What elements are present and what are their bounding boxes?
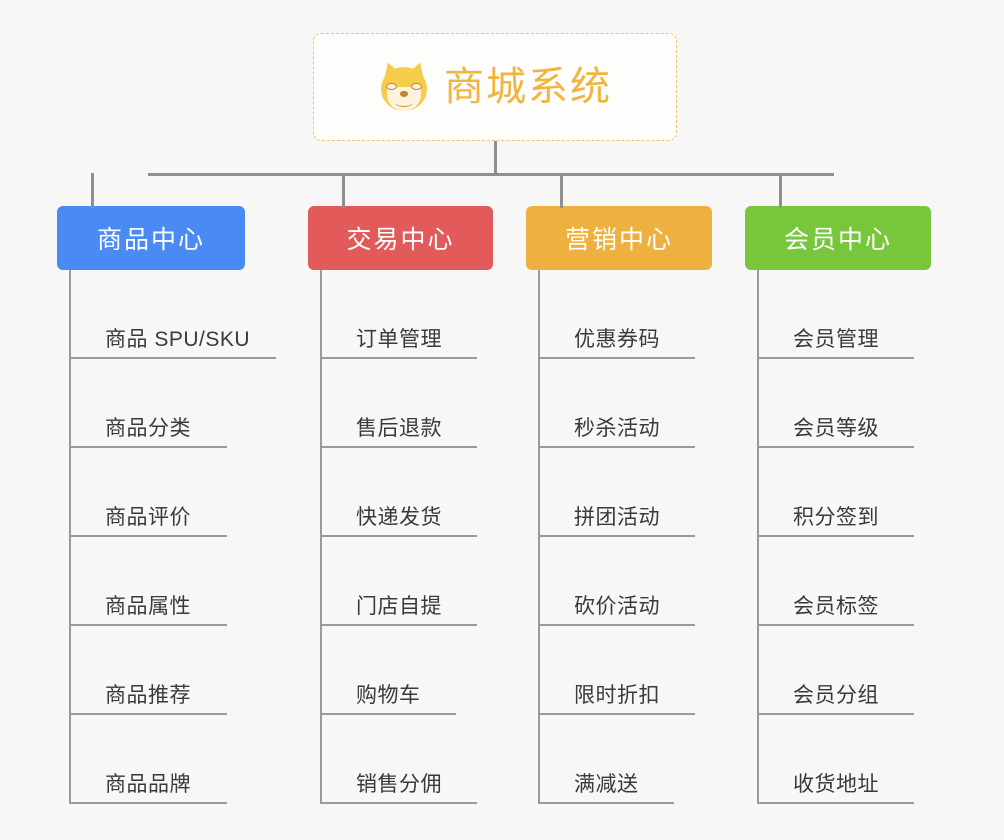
leaf-item-underline xyxy=(322,802,477,804)
leaf-item-underline xyxy=(759,624,914,626)
leaf-item-underline xyxy=(71,446,227,448)
leaf-item-underline xyxy=(71,802,227,804)
connector-drop-4 xyxy=(779,173,782,208)
leaf-item[interactable]: 商品品牌 xyxy=(71,715,245,804)
leaf-item-underline xyxy=(540,357,695,359)
leaf-item-underline xyxy=(759,535,914,537)
leaf-item[interactable]: 会员等级 xyxy=(759,359,931,448)
leaf-item-label: 商品 SPU/SKU xyxy=(105,328,251,351)
branch-column-2: 交易中心订单管理售后退款快递发货门店自提购物车销售分佣 xyxy=(308,206,493,804)
branch-column-1: 商品中心商品 SPU/SKU 商品分类商品评价商品属性商品推荐商品品牌 xyxy=(57,206,276,804)
leaf-item-label: 砍价活动 xyxy=(574,595,660,618)
leaf-item-label: 满减送 xyxy=(574,773,639,796)
leaf-item-underline xyxy=(71,357,276,359)
leaf-item-underline xyxy=(759,713,914,715)
leaf-item-label: 拼团活动 xyxy=(574,506,660,529)
leaf-item[interactable]: 秒杀活动 xyxy=(540,359,712,448)
leaf-item-label: 购物车 xyxy=(356,684,421,707)
leaf-item-label: 会员标签 xyxy=(793,595,879,618)
leaf-item-underline xyxy=(540,446,695,448)
connector-drop-1 xyxy=(91,173,94,208)
branch-column-3: 营销中心优惠券码秒杀活动拼团活动砍价活动限时折扣满减送 xyxy=(526,206,712,804)
root-title: 商城系统 xyxy=(444,65,612,109)
leaf-item-underline xyxy=(759,446,914,448)
leaf-item[interactable]: 商品评价 xyxy=(71,448,245,537)
category-header-2[interactable]: 交易中心 xyxy=(308,206,493,270)
category-header-3[interactable]: 营销中心 xyxy=(526,206,712,270)
leaf-item[interactable]: 满减送 xyxy=(540,715,712,804)
connector-horizontal-bus xyxy=(148,173,834,176)
leaf-item[interactable]: 会员管理 xyxy=(759,270,931,359)
leaf-item-label: 商品品牌 xyxy=(105,773,191,796)
leaf-item[interactable]: 商品属性 xyxy=(71,537,245,626)
branch-column-4: 会员中心会员管理会员等级积分签到会员标签会员分组收货地址 xyxy=(745,206,931,804)
leaf-item-underline xyxy=(540,535,695,537)
leaf-item-label: 商品属性 xyxy=(105,595,191,618)
connector-root-stem xyxy=(494,141,497,175)
leaf-item-underline xyxy=(322,446,477,448)
leaf-item[interactable]: 售后退款 xyxy=(322,359,493,448)
leaf-item-underline xyxy=(71,624,227,626)
leaf-item-label: 快递发货 xyxy=(356,506,442,529)
leaf-item-label: 商品分类 xyxy=(105,417,191,440)
category-header-4[interactable]: 会员中心 xyxy=(745,206,931,270)
leaf-item[interactable]: 商品分类 xyxy=(71,359,245,448)
leaf-item[interactable]: 订单管理 xyxy=(322,270,493,359)
leaf-item-underline xyxy=(759,357,914,359)
leaf-item[interactable]: 商品推荐 xyxy=(71,626,245,715)
shiba-dog-icon xyxy=(378,59,430,113)
leaf-list-3: 优惠券码秒杀活动拼团活动砍价活动限时折扣满减送 xyxy=(538,270,712,804)
leaf-item-label: 收货地址 xyxy=(793,773,879,796)
leaf-item-underline xyxy=(71,535,227,537)
leaf-item[interactable]: 拼团活动 xyxy=(540,448,712,537)
leaf-item-underline xyxy=(322,357,477,359)
leaf-item[interactable]: 会员分组 xyxy=(759,626,931,715)
root-node[interactable]: 商城系统 xyxy=(313,33,677,141)
leaf-item-label: 门店自提 xyxy=(356,595,442,618)
leaf-item-label: 会员分组 xyxy=(793,684,879,707)
leaf-item-label: 订单管理 xyxy=(356,328,442,351)
leaf-item[interactable]: 会员标签 xyxy=(759,537,931,626)
leaf-item-label: 销售分佣 xyxy=(356,773,442,796)
leaf-item[interactable]: 限时折扣 xyxy=(540,626,712,715)
leaf-list-1: 商品 SPU/SKU 商品分类商品评价商品属性商品推荐商品品牌 xyxy=(69,270,276,804)
leaf-item[interactable]: 购物车 xyxy=(322,626,493,715)
leaf-item-label: 会员等级 xyxy=(793,417,879,440)
leaf-item-underline xyxy=(540,713,695,715)
leaf-item-underline xyxy=(540,624,695,626)
leaf-item-label: 商品评价 xyxy=(105,506,191,529)
leaf-item-label: 会员管理 xyxy=(793,328,879,351)
leaf-item-label: 售后退款 xyxy=(356,417,442,440)
leaf-item-label: 商品推荐 xyxy=(105,684,191,707)
leaf-item[interactable]: 砍价活动 xyxy=(540,537,712,626)
category-header-1[interactable]: 商品中心 xyxy=(57,206,245,270)
leaf-item[interactable]: 门店自提 xyxy=(322,537,493,626)
leaf-item-underline xyxy=(322,713,456,715)
leaf-item-label: 秒杀活动 xyxy=(574,417,660,440)
leaf-item-label: 积分签到 xyxy=(793,506,879,529)
leaf-item[interactable]: 销售分佣 xyxy=(322,715,493,804)
connector-drop-2 xyxy=(342,173,345,208)
leaf-list-2: 订单管理售后退款快递发货门店自提购物车销售分佣 xyxy=(320,270,493,804)
connector-drop-3 xyxy=(560,173,563,208)
leaf-item-underline xyxy=(540,802,674,804)
leaf-item[interactable]: 收货地址 xyxy=(759,715,931,804)
leaf-item-underline xyxy=(71,713,227,715)
leaf-list-4: 会员管理会员等级积分签到会员标签会员分组收货地址 xyxy=(757,270,931,804)
leaf-item[interactable]: 商品 SPU/SKU xyxy=(71,270,276,359)
leaf-item-underline xyxy=(759,802,914,804)
leaf-item[interactable]: 积分签到 xyxy=(759,448,931,537)
leaf-item-label: 限时折扣 xyxy=(574,684,660,707)
leaf-item-label: 优惠券码 xyxy=(574,328,660,351)
leaf-item[interactable]: 快递发货 xyxy=(322,448,493,537)
leaf-item-underline xyxy=(322,535,477,537)
leaf-item-underline xyxy=(322,624,477,626)
leaf-item[interactable]: 优惠券码 xyxy=(540,270,712,359)
